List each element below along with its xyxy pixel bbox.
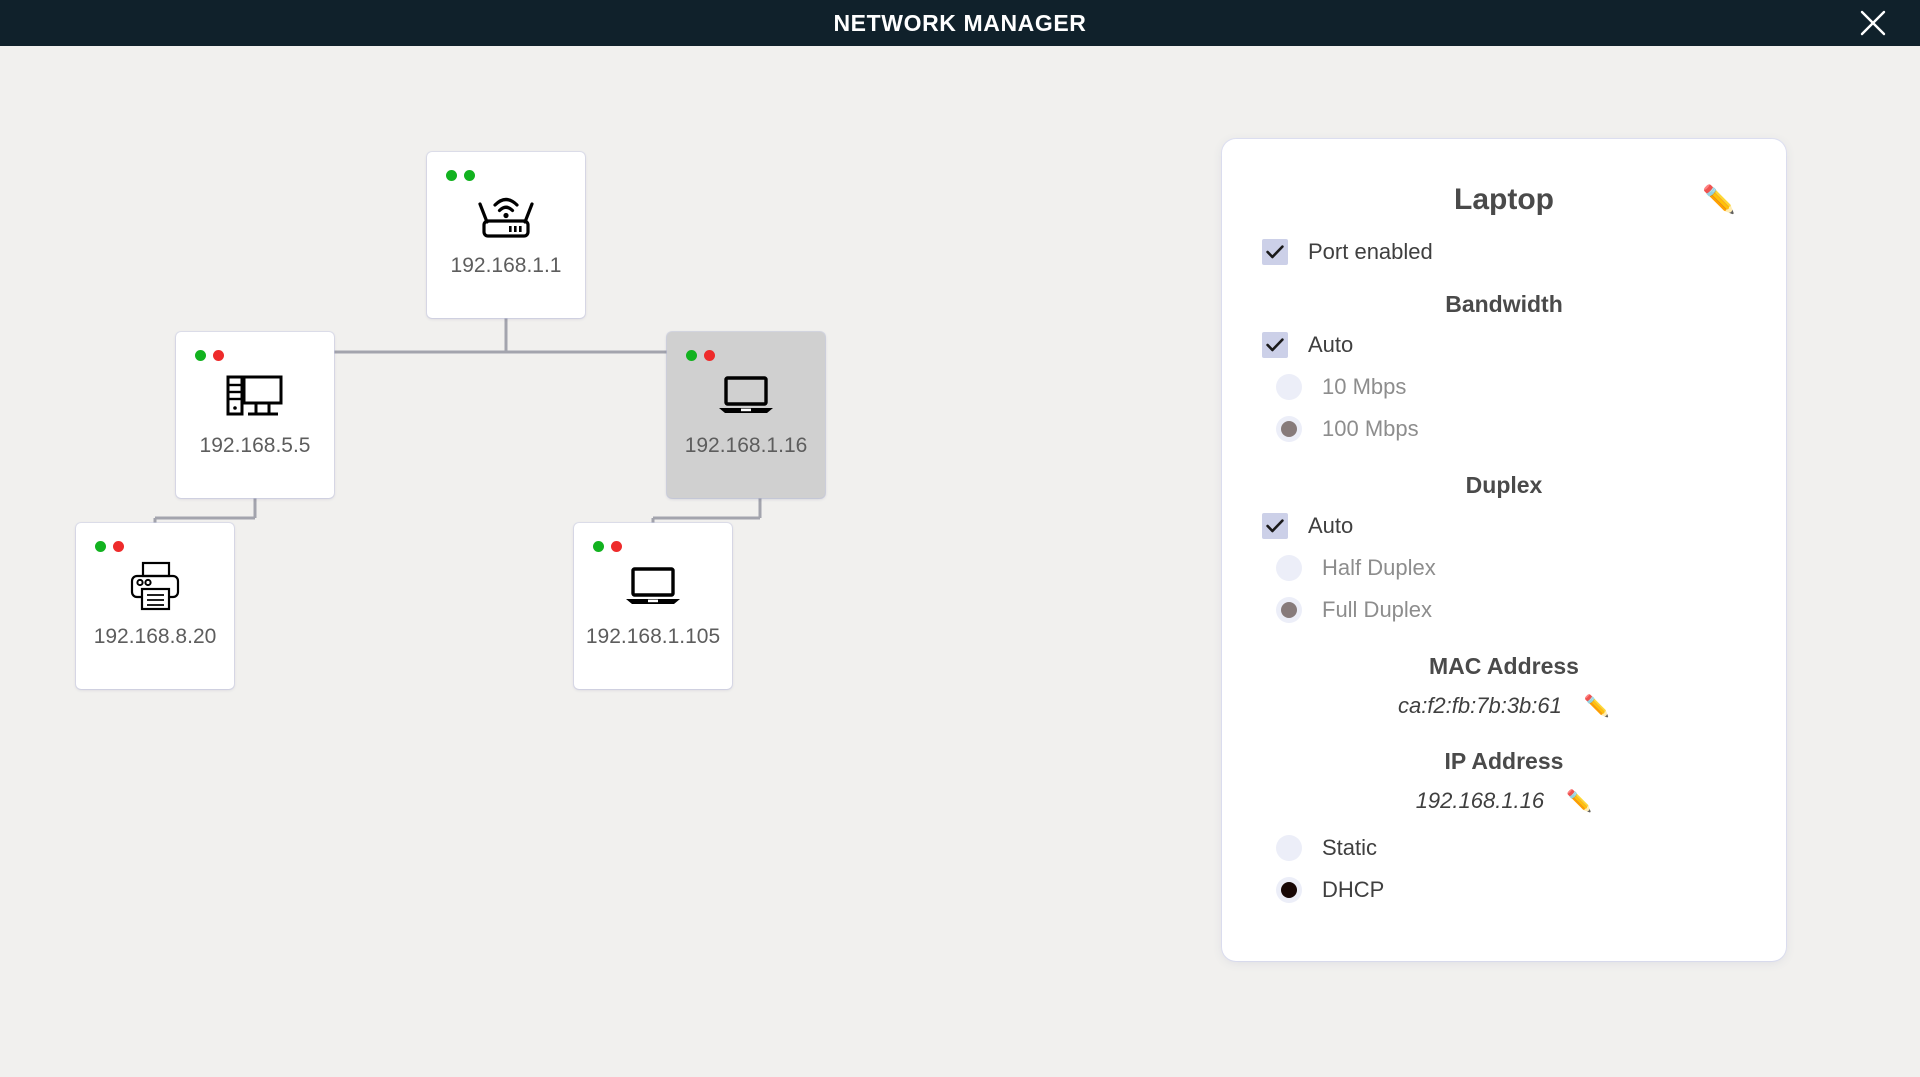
pencil-icon[interactable]: ✏️ xyxy=(1566,789,1593,813)
dhcp-label: DHCP xyxy=(1322,877,1385,902)
bandwidth-10mbps-label: 10 Mbps xyxy=(1322,374,1407,399)
close-icon[interactable] xyxy=(1852,2,1894,44)
duplex-option-half[interactable]: Half Duplex xyxy=(1262,547,1746,589)
laptop-icon xyxy=(624,559,682,615)
node-status-leds xyxy=(593,541,622,552)
panel-title: Laptop xyxy=(1454,183,1554,216)
duplex-half-label: Half Duplex xyxy=(1322,555,1436,580)
desktop-computer-icon xyxy=(226,368,284,424)
bandwidth-option-100mbps[interactable]: 100 Mbps xyxy=(1262,408,1746,450)
node-ip-label: 192.168.8.20 xyxy=(93,625,217,648)
led-indicator xyxy=(611,541,622,552)
led-indicator xyxy=(95,541,106,552)
duplex-auto-checkbox[interactable] xyxy=(1262,513,1288,539)
bandwidth-option-auto[interactable]: Auto xyxy=(1262,324,1746,366)
duplex-option-full[interactable]: Full Duplex xyxy=(1262,589,1746,631)
window-title: NETWORK MANAGER xyxy=(833,9,1087,36)
wifi-router-icon xyxy=(475,188,537,244)
laptop-icon xyxy=(717,368,775,424)
bandwidth-option-10mbps[interactable]: 10 Mbps xyxy=(1262,366,1746,408)
bandwidth-100mbps-radio[interactable] xyxy=(1276,416,1302,442)
bandwidth-auto-label: Auto xyxy=(1308,332,1354,357)
node-ip-label: 192.168.1.16 xyxy=(684,434,808,457)
node-status-leds xyxy=(95,541,124,552)
duplex-auto-label: Auto xyxy=(1308,513,1354,538)
node-status-leds xyxy=(446,170,475,181)
node-ip-label: 192.168.1.105 xyxy=(585,625,721,648)
ip-address-row: 192.168.1.16 ✏️ xyxy=(1262,781,1746,821)
mac-address-heading: MAC Address xyxy=(1429,653,1579,679)
bandwidth-10mbps-radio[interactable] xyxy=(1276,374,1302,400)
port-enabled-label: Port enabled xyxy=(1308,239,1433,264)
pencil-icon[interactable]: ✏️ xyxy=(1702,184,1736,215)
network-topology-canvas: 192.168.1.1 192 xyxy=(0,46,1180,1077)
static-label: Static xyxy=(1322,835,1378,860)
led-indicator xyxy=(195,350,206,361)
duplex-option-auto[interactable]: Auto xyxy=(1262,505,1746,547)
duplex-half-radio[interactable] xyxy=(1276,555,1302,581)
node-status-leds xyxy=(195,350,224,361)
bandwidth-heading: Bandwidth xyxy=(1445,291,1563,317)
led-indicator xyxy=(464,170,475,181)
ip-address-heading: IP Address xyxy=(1444,748,1564,774)
dhcp-radio[interactable] xyxy=(1276,877,1302,903)
node-ip-label: 192.168.5.5 xyxy=(199,434,311,457)
topology-node-laptop-selected[interactable]: 192.168.1.16 xyxy=(667,332,825,498)
led-indicator xyxy=(686,350,697,361)
port-enabled-checkbox[interactable] xyxy=(1262,239,1288,265)
addressing-option-dhcp[interactable]: DHCP xyxy=(1262,869,1746,911)
node-status-leds xyxy=(686,350,715,361)
bandwidth-100mbps-label: 100 Mbps xyxy=(1322,416,1419,441)
duplex-full-radio[interactable] xyxy=(1276,597,1302,623)
panel-header: Laptop ✏️ xyxy=(1262,169,1746,231)
led-indicator xyxy=(446,170,457,181)
printer-icon xyxy=(127,559,183,615)
ip-address-value: 192.168.1.16 xyxy=(1415,788,1545,813)
led-indicator xyxy=(593,541,604,552)
pencil-icon[interactable]: ✏️ xyxy=(1583,694,1611,718)
duplex-full-label: Full Duplex xyxy=(1322,597,1433,622)
addressing-option-static[interactable]: Static xyxy=(1262,827,1746,869)
mac-address-value: ca:f2:fb:7b:3b:61 xyxy=(1397,693,1562,718)
led-indicator xyxy=(113,541,124,552)
node-ip-label: 192.168.1.1 xyxy=(450,254,562,277)
bandwidth-auto-checkbox[interactable] xyxy=(1262,332,1288,358)
topology-node-printer[interactable]: 192.168.8.20 xyxy=(76,523,234,689)
topology-node-desktop[interactable]: 192.168.5.5 xyxy=(176,332,334,498)
static-radio[interactable] xyxy=(1276,835,1302,861)
duplex-heading: Duplex xyxy=(1465,472,1543,498)
led-indicator xyxy=(213,350,224,361)
window-titlebar: NETWORK MANAGER xyxy=(0,0,1920,46)
topology-node-router[interactable]: 192.168.1.1 xyxy=(427,152,585,318)
topology-node-laptop2[interactable]: 192.168.1.105 xyxy=(574,523,732,689)
port-enabled-row[interactable]: Port enabled xyxy=(1262,231,1746,273)
mac-address-row: ca:f2:fb:7b:3b:61 ✏️ xyxy=(1262,686,1746,726)
device-details-panel: Laptop ✏️ Port enabled Bandwidth Auto 10… xyxy=(1222,139,1786,961)
led-indicator xyxy=(704,350,715,361)
